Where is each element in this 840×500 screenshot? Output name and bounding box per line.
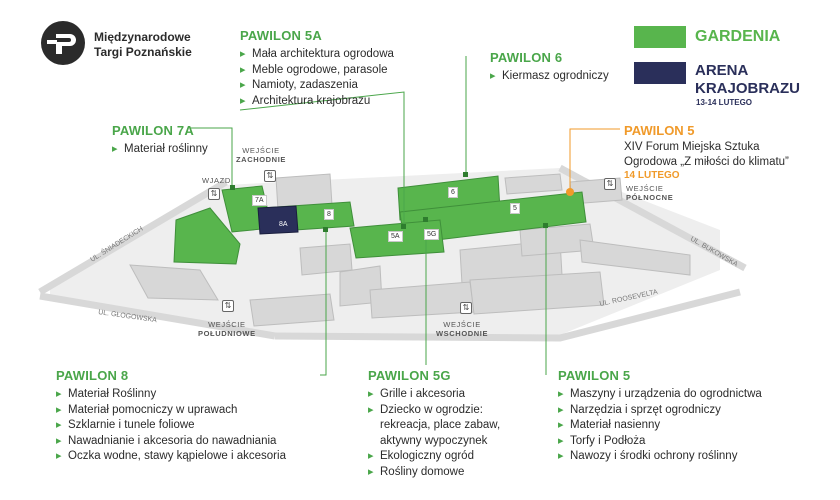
tag-5a: 5A [388,231,403,242]
entrance-poludniowe-line1: WEJŚCIE [208,320,246,329]
pavilion-5a-info: PAWILON 5A Mała architektura ogrodowa Me… [240,28,440,109]
entrance-polnocne: WEJŚCIE PÓŁNOCNE [626,184,673,202]
entrance-poludniowe-line2: POŁUDNIOWE [198,329,256,338]
legend-label-arena-line2: KRAJOBRAZU [695,80,800,97]
pavilion-5-forum-line1: XIV Forum Miejska Sztuka [624,141,760,153]
pavilion-5a-title: PAWILON 5A [240,28,322,43]
entrance-wschodnie: WEJŚCIE WSCHODNIE [436,320,488,338]
list-item: Meble ogrodowe, parasole [240,63,440,79]
tag-7a: 7A [252,195,267,206]
pavilion-5g-info: PAWILON 5G Grille i akcesoria Dziecko w … [368,368,528,480]
list-item: Materiał nasienny [558,418,828,434]
entrance-polnocne-line2: PÓŁNOCNE [626,193,674,202]
legend-label-arena-line1: ARENA [695,62,749,79]
entrance-zachodnie-line1: WEJŚCIE [242,146,280,155]
entrance-zachodnie: WEJŚCIE ZACHODNIE [236,146,286,164]
list-item: Architektura krajobrazu [240,94,440,110]
pavilion-5-forum-line2: Ogrodowa „Z miłości do klimatu” [624,156,789,168]
entrance-polnocne-icon: ⇅ [604,178,616,190]
tag-6: 6 [448,187,458,198]
leader-line-pawilon5-forum [569,128,620,192]
list-item: Kiermasz ogrodniczy [490,69,630,85]
list-item: Materiał pomocniczy w uprawach [56,403,316,419]
logo: Międzynarodowe Targi Poznańskie [40,20,220,66]
grey-buildings [129,173,691,327]
entrance-zachodnie-icon: ⇅ [264,170,276,182]
pavilion-5g-title: PAWILON 5G [368,368,451,383]
tag-8a: 8A [276,219,291,230]
pavilion-5a-list: Mała architektura ogrodowa Meble ogrodow… [240,47,440,109]
pavilion-8-info: PAWILON 8 Materiał Roślinny Materiał pom… [56,368,316,465]
road-roosevelta [274,288,741,342]
list-item: Nawadnianie i akcesoria do nawadniania [56,434,316,450]
pavilion-5-list: Maszyny i urządzenia do ogrodnictwa Narz… [558,387,828,465]
pavilion-6-info: PAWILON 6 Kiermasz ogrodniczy [490,50,630,85]
legend-arena-dates: 13-14 LUTEGO [696,98,753,107]
list-item: Szklarnie i tunele foliowe [56,418,316,434]
pavilion-5-title: PAWILON 5 [558,368,631,383]
forum-marker [566,188,574,196]
leader-markers [230,172,548,232]
pavilion-8-list: Materiał Roślinny Materiał pomocniczy w … [56,387,316,465]
pavilion-7a-title: PAWILON 7A [112,123,194,138]
tag-5g: 5G [424,229,440,240]
pavilion-5-forum-title: PAWILON 5 [624,123,695,138]
legend-swatch-arena [634,62,686,84]
list-item: Mała architektura ogrodowa [240,47,440,63]
pavilion-5-forum-info: PAWILON 5 XIV Forum Miejska Sztuka Ogrod… [624,123,824,181]
legend-label-gardenia: GARDENIA [695,28,781,45]
pavilion-8-title: PAWILON 8 [56,368,129,383]
pavilion-west-block [173,207,241,265]
list-item: Materiał Roślinny [56,387,316,403]
tag-5: 5 [510,203,520,214]
list-item: Rośliny domowe [368,465,528,481]
logo-name-line1: Międzynarodowe [94,30,191,44]
entrance-wjazd: WJAZD [202,176,231,185]
road-sniadeckich [38,178,228,296]
list-item: Maszyny i urządzenia do ogrodnictwa [558,387,828,403]
pavilion-7a-list: Materiał roślinny [112,142,252,158]
pavilion-5-forum-date: 14 LUTEGO [624,170,680,181]
list-item: Ekologiczny ogród [368,449,528,465]
list-item: Grille i akcesoria [368,387,528,403]
logo-name-line2: Targi Poznańskie [94,45,192,59]
entrance-polnocne-line1: WEJŚCIE [626,184,664,193]
list-item: Materiał roślinny [112,142,252,158]
list-item: Oczka wodne, stawy kąpielowe i akcesoria [56,449,316,465]
pavilion-5g-list: Grille i akcesoria Dziecko w ogrodzie: r… [368,387,528,480]
pavilion-6-title: PAWILON 6 [490,50,563,65]
entrance-wjazd-icon: ⇅ [208,188,220,200]
list-item: Dziecko w ogrodzie: rekreacja, place zab… [368,403,528,450]
entrance-wschodnie-line1: WEJŚCIE [443,320,481,329]
pavilion-6-list: Kiermasz ogrodniczy [490,69,630,85]
list-item: Nawozy i środki ochrony roślinny [558,449,828,465]
legend-swatch-gardenia [634,26,686,48]
entrance-zachodnie-line2: ZACHODNIE [236,155,286,164]
entrance-poludniowe-icon: ⇅ [222,300,234,312]
list-item: Namioty, zadaszenia [240,78,440,94]
road-glogowska [39,292,276,340]
entrance-poludniowe: WEJŚCIE POŁUDNIOWE [198,320,256,338]
entrance-wschodnie-line2: WSCHODNIE [436,329,489,338]
mtp-logo-icon [41,21,85,65]
pavilion-5-info: PAWILON 5 Maszyny i urządzenia do ogrodn… [558,368,828,465]
tag-8: 8 [324,209,334,220]
list-item: Torfy i Podłoża [558,434,828,450]
entrance-wschodnie-icon: ⇅ [460,302,472,314]
list-item: Narzędzia i sprzęt ogrodniczy [558,403,828,419]
pavilion-7a-info: PAWILON 7A Materiał roślinny [112,123,252,158]
